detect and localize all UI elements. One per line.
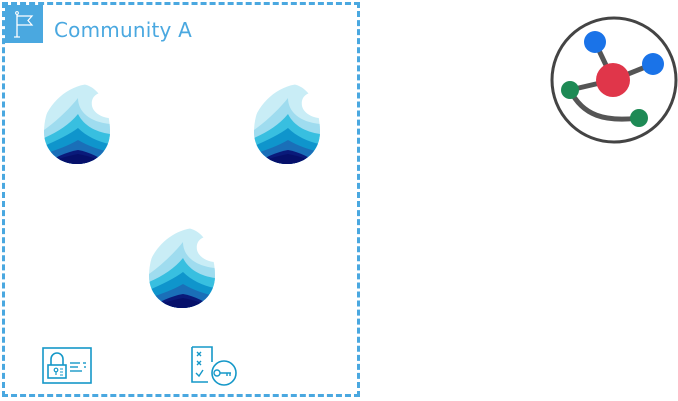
knowledge-graph-icon (550, 16, 678, 144)
community-boundary: Community A (2, 2, 360, 397)
community-title: Community A (54, 18, 192, 42)
wave-drop-icon (149, 224, 215, 308)
wave-drop-icon (44, 80, 110, 164)
id-card-lock-icon (42, 347, 92, 384)
flag-icon (5, 5, 43, 43)
checklist-key-icon (191, 346, 237, 386)
wave-drop-icon (254, 80, 320, 164)
